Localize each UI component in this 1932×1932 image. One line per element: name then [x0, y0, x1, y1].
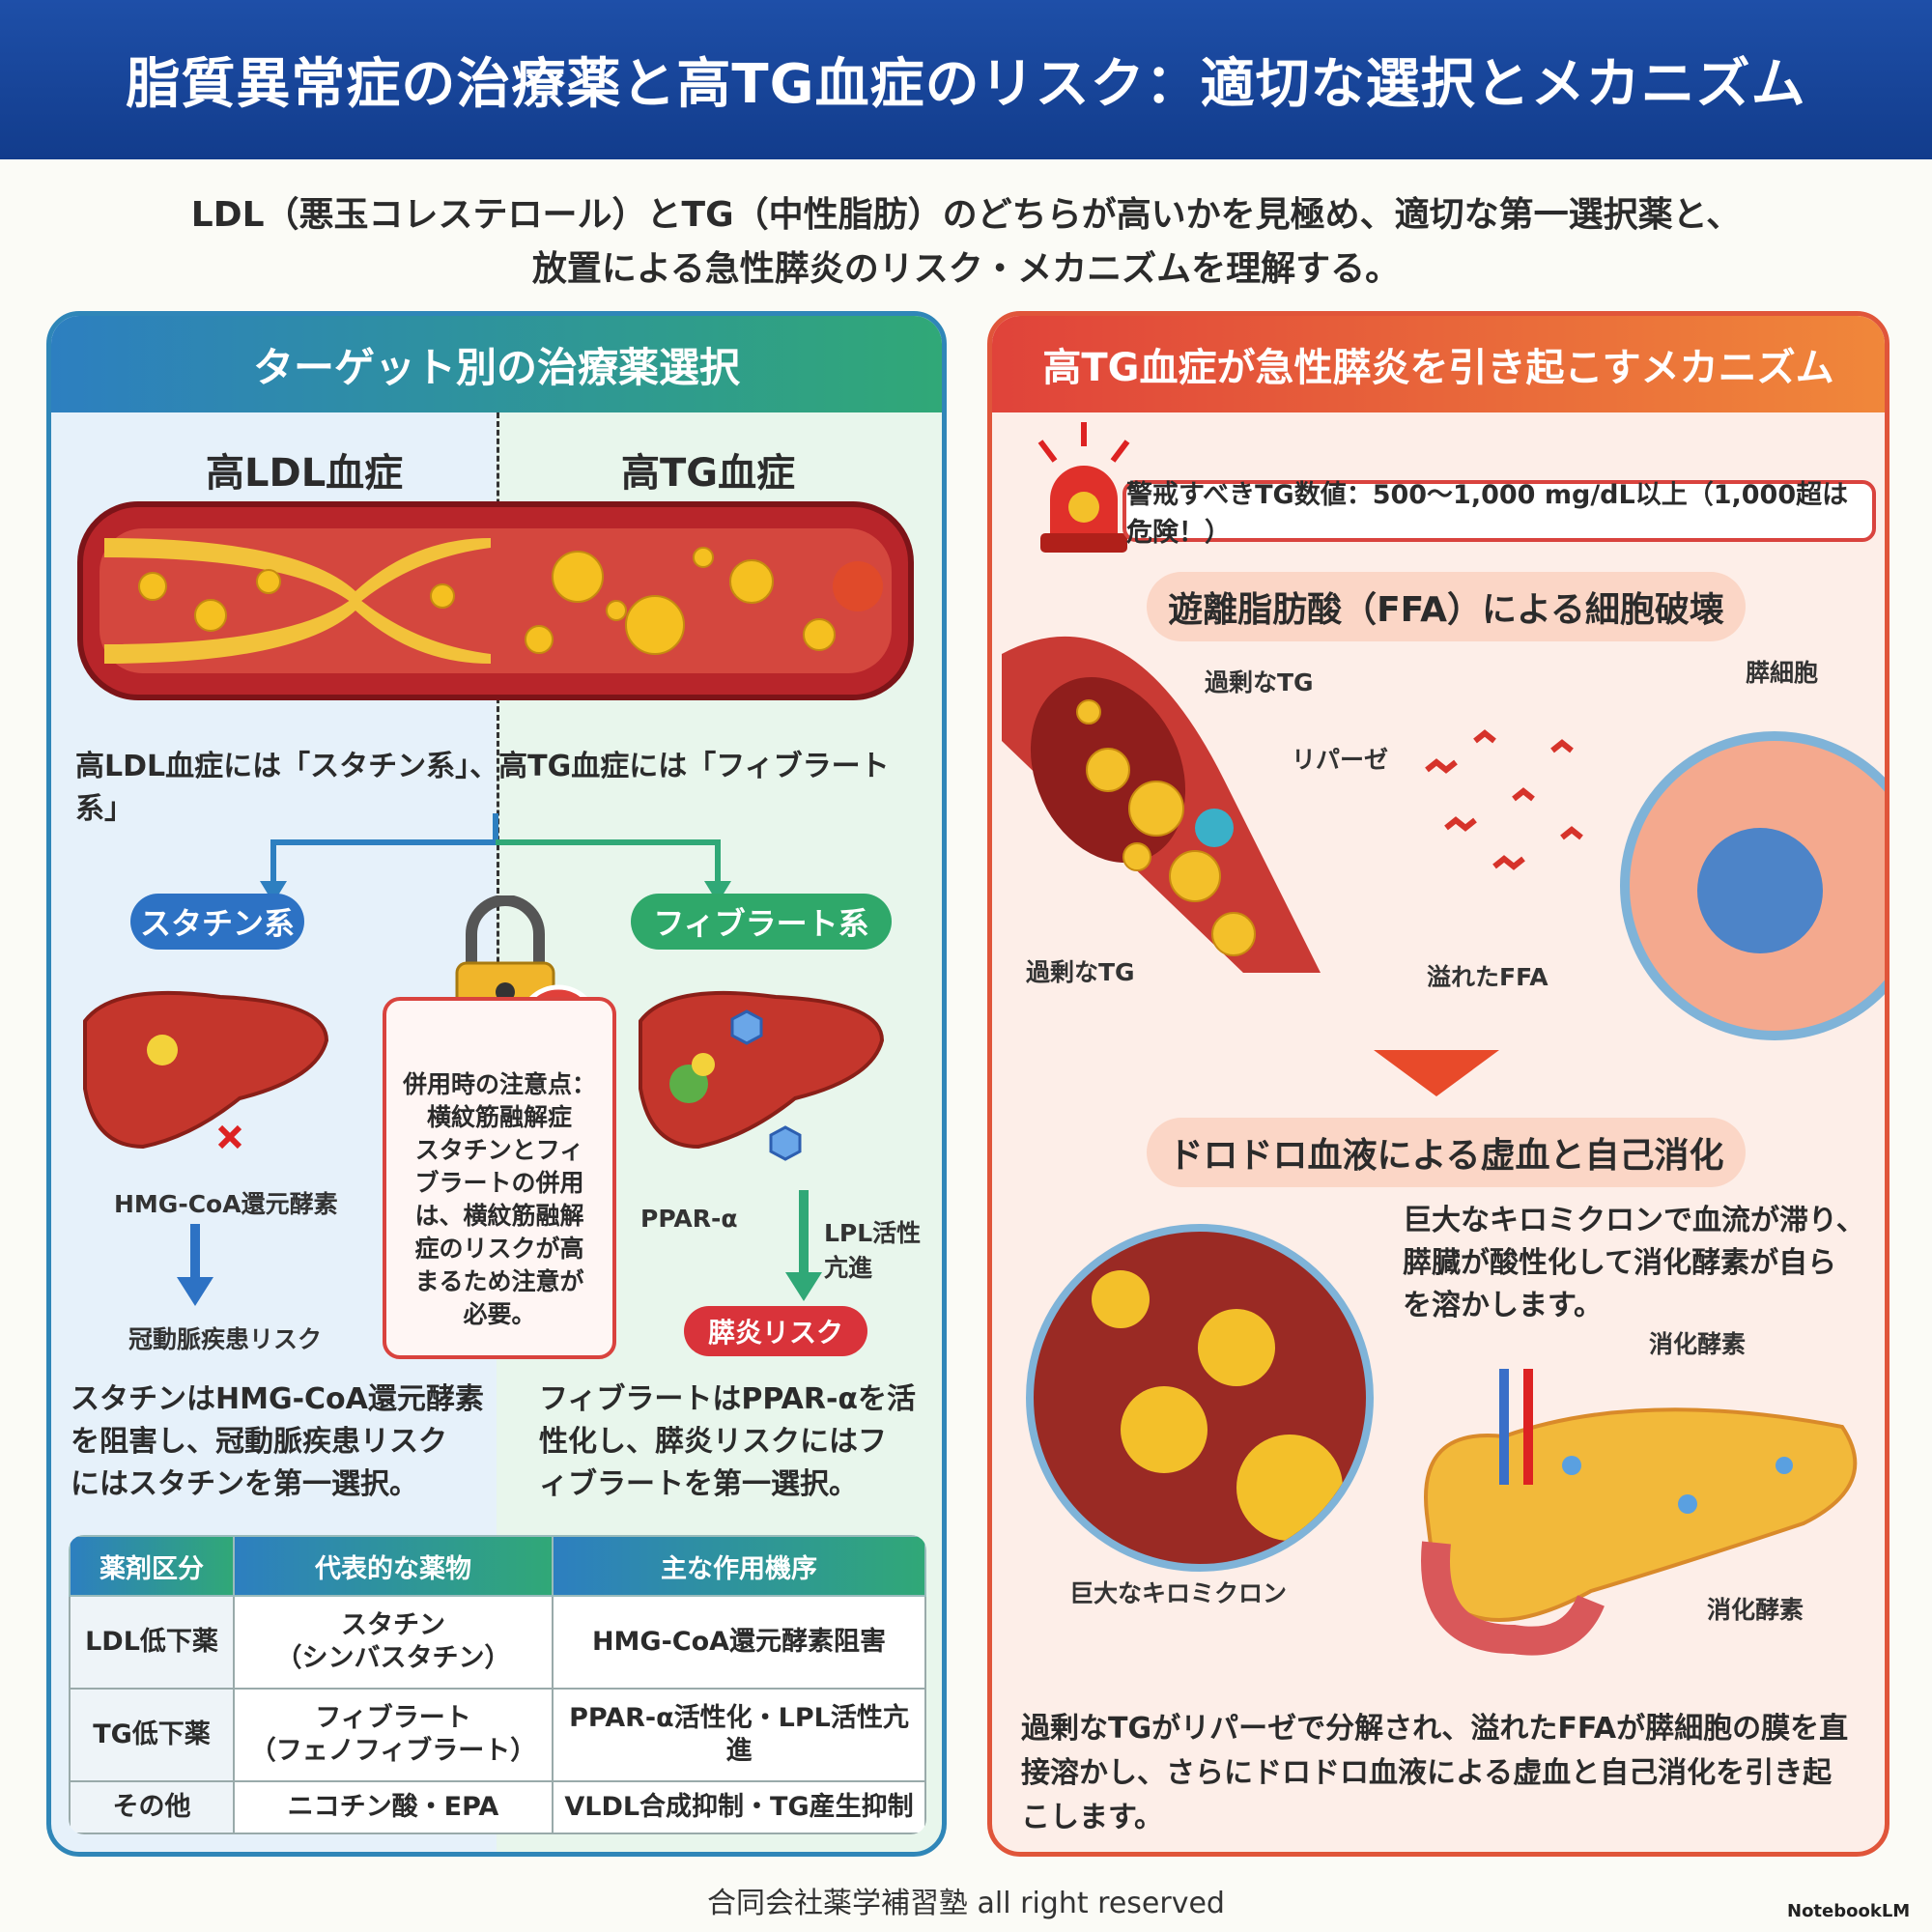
table-cell-mechanism: HMG-CoA還元酵素阻害 — [552, 1595, 926, 1690]
col-tg-title: 高TG血症 — [621, 451, 796, 496]
table-cell-mechanism: VLDL合成抑制・TG産生抑制 — [552, 1779, 926, 1834]
table-cell-drug: ニコチン酸・EPA — [233, 1779, 554, 1834]
plaque-top — [104, 538, 491, 606]
table-header: 代表的な薬物 — [233, 1535, 554, 1597]
mechanism-summary: 過剰なTGがリパーゼで分解され、溢れたFFAが膵細胞の膜を直 接溶かし、さらにド… — [1021, 1707, 1871, 1840]
mechanism-summary-line-3: こします。 — [1021, 1801, 1163, 1834]
ischemia-section-title: ドロドロ血液による虚血と自己消化 — [1147, 1118, 1746, 1187]
table-header: 薬剤区分 — [69, 1535, 235, 1597]
ffa-section-title: 遊離脂肪酸（FFA）による細胞破壊 — [1147, 572, 1746, 641]
table-cell-category: TG低下薬 — [69, 1687, 235, 1782]
tg-particle-red — [833, 561, 883, 611]
ffa-particles-illustration — [1425, 729, 1583, 870]
down-triangle-icon — [1374, 1050, 1499, 1096]
table-cell-drug: スタチン（シンバスタチン） — [233, 1595, 554, 1690]
warning-line-7: まるため注意が — [414, 1267, 584, 1295]
statin-desc-line-1: スタチンはHMG-CoA還元酵素 — [71, 1382, 484, 1416]
statin-pill: スタチン系 — [130, 894, 304, 950]
warning-line-6: 症のリスクが高 — [414, 1235, 584, 1263]
fibrate-desc-line-1: フィブラートはPPAR-αを活 — [539, 1382, 917, 1416]
drug-table: 薬剤区分 代表的な薬物 主な作用機序 LDL低下薬 スタチン（シンバスタチン） … — [69, 1535, 926, 1834]
drug-name: フィブラート — [315, 1702, 471, 1733]
warning-line-2: 横紋筋融解症 — [426, 1103, 572, 1131]
table-row: LDL低下薬 スタチン（シンバスタチン） HMG-CoA還元酵素阻害 — [69, 1595, 926, 1690]
liver-right-illustration — [639, 990, 885, 1161]
lipase-icon — [1195, 809, 1234, 847]
table-header-row: 薬剤区分 代表的な薬物 主な作用機序 — [69, 1535, 926, 1597]
column-divider — [497, 412, 499, 1040]
overflow-ffa-label: 溢れたFFA — [1427, 963, 1548, 991]
branch-arrows — [260, 813, 731, 903]
table-cell-category: LDL低下薬 — [69, 1595, 235, 1690]
vessel-cross-section-illustration — [1002, 636, 1321, 973]
ischemia-desc-line-1: 巨大なキロミクロンで血流が滞り、 — [1403, 1204, 1865, 1237]
table-cell-drug: フィブラート（フェノフィブラート） — [233, 1687, 554, 1782]
col-ldl-title: 高LDL血症 — [206, 451, 404, 496]
table-header: 主な作用機序 — [552, 1535, 926, 1597]
statin-description: スタチンはHMG-CoA還元酵素 を阻害し、冠動脈疾患リスク にはスタチンを第一… — [71, 1378, 486, 1506]
chylomicron-magnified-illustration — [1026, 1224, 1374, 1572]
down-arrow-green-icon — [785, 1190, 822, 1301]
mechanism-panel-header: 高TG血症が急性膵炎を引き起こすメカニズム — [992, 316, 1885, 412]
subtitle-line-1: LDL（悪玉コレステロール）とTG（中性脂肪）のどちらが高いかを見極め、適切な第… — [190, 195, 1742, 235]
liver-left-illustration — [83, 990, 329, 1150]
warning-line-5: は、横紋筋融解 — [414, 1202, 584, 1230]
ischemia-desc-line-3: を溶かします。 — [1403, 1289, 1603, 1322]
mechanism-summary-line-2: 接溶かし、さらにドロドロ血液による虚血と自己消化を引き起 — [1021, 1756, 1833, 1790]
coronary-risk-label: 冠動脈疾患リスク — [128, 1325, 323, 1353]
drug-example: （フェノフィブラート） — [249, 1735, 537, 1766]
down-arrow-blue-icon — [177, 1224, 213, 1306]
inhibit-x-icon — [217, 1124, 242, 1150]
lpl-activation-label: LPL活性亢進 — [824, 1219, 922, 1282]
treatment-selection-panel: ターゲット別の治療薬選択 高LDL血症 高TG血症 高LDL血症には「スタチン系… — [46, 311, 947, 1857]
pancreatitis-risk-pill: 膵炎リスク — [684, 1306, 867, 1356]
fibrate-pill: フィブラート系 — [631, 894, 892, 950]
page-subtitle: LDL（悪玉コレステロール）とTG（中性脂肪）のどちらが高いかを見極め、適切な第… — [97, 188, 1835, 297]
digestive-enzyme-bottom-label: 消化酵素 — [1707, 1596, 1804, 1624]
mechanism-summary-line-1: 過剰なTGがリパーゼで分解され、溢れたFFAが膵細胞の膜を直 — [1021, 1712, 1849, 1746]
tg-alert-badge: 警戒すべきTG数値：500〜1,000 mg/dL以上（1,000超は危険！） — [1122, 480, 1876, 548]
table-cell-mechanism: PPAR-α活性化・LPL活性亢進 — [552, 1687, 926, 1782]
fibrate-description: フィブラートはPPAR-αを活 性化し、膵炎リスクにはフ ィブラートを第一選択。 — [539, 1378, 935, 1506]
biohazard-siren-icon — [1037, 422, 1130, 553]
pancreas-cell-label: 膵細胞 — [1746, 659, 1819, 687]
excess-tg-bottom-label: 過剰なTG — [1026, 958, 1135, 986]
fibrate-desc-line-3: ィブラートを第一選択。 — [539, 1467, 858, 1501]
warning-line-1: 併用時の注意点： — [402, 1070, 596, 1098]
drug-table-wrapper: 薬剤区分 代表的な薬物 主な作用機序 LDL低下薬 スタチン（シンバスタチン） … — [69, 1535, 926, 1834]
hmg-coa-label: HMG-CoA還元酵素 — [114, 1190, 338, 1218]
table-row: TG低下薬 フィブラート（フェノフィブラート） PPAR-α活性化・LPL活性亢… — [69, 1687, 926, 1782]
statin-desc-line-3: にはスタチンを第一選択。 — [71, 1467, 418, 1501]
statin-desc-line-2: を阻害し、冠動脈疾患リスク — [71, 1425, 447, 1459]
pancreas-illustration — [1421, 1369, 1858, 1656]
fibrate-desc-line-2: 性化し、膵炎リスクにはフ — [539, 1425, 887, 1459]
ischemia-description: 巨大なキロミクロンで血流が滞り、 膵臓が酸性化して消化酵素が自ら を溶かします。 — [1403, 1200, 1866, 1327]
excess-tg-top-label: 過剰なTG — [1205, 668, 1314, 696]
ppar-alpha-label: PPAR-α — [640, 1205, 738, 1233]
combination-warning-box: 併用時の注意点： 横紋筋融解症 スタチンとフィ ブラートの併用 は、横紋筋融解 … — [383, 997, 616, 1359]
drug-name: スタチン — [341, 1609, 445, 1640]
notebooklm-watermark: NotebookLM — [1787, 1901, 1911, 1921]
subtitle-line-2: 放置による急性膵炎のリスク・メカニズムを理解する。 — [531, 249, 1401, 289]
blood-vessel-illustration — [77, 501, 914, 700]
drug-example: （シンバスタチン） — [275, 1642, 511, 1673]
copyright-footer: 合同会社薬学補習塾 all right reserved — [707, 1887, 1225, 1920]
table-cell-category: その他 — [69, 1779, 235, 1834]
lipase-label: リパーゼ — [1292, 746, 1389, 774]
tg-particles — [138, 547, 836, 655]
chylomicron-label: 巨大なキロミクロン — [1069, 1579, 1288, 1607]
warning-line-4: ブラートの併用 — [414, 1169, 584, 1197]
warning-line-8: 必要。 — [463, 1300, 536, 1328]
digestive-enzyme-top-label: 消化酵素 — [1649, 1330, 1747, 1358]
cell-nucleus — [1697, 828, 1823, 953]
plaque-bottom — [104, 596, 491, 664]
pancreatic-cell-illustration — [1620, 731, 1885, 1040]
selection-summary: 高LDL血症には「スタチン系」、高TG血症には「フィブラート系」 — [75, 750, 890, 826]
mechanism-panel: 高TG血症が急性膵炎を引き起こすメカニズム 警戒すべきTG数値：500〜1,00… — [987, 311, 1889, 1857]
ischemia-desc-line-2: 膵臓が酸性化して消化酵素が自ら — [1403, 1246, 1837, 1280]
treatment-panel-header: ターゲット別の治療薬選択 — [51, 316, 942, 412]
page-title: 脂質異常症の治療薬と高TG血症のリスク：適切な選択とメカニズム — [0, 0, 1932, 159]
table-row: その他 ニコチン酸・EPA VLDL合成抑制・TG産生抑制 — [69, 1779, 926, 1834]
warning-line-3: スタチンとフィ — [414, 1136, 584, 1164]
